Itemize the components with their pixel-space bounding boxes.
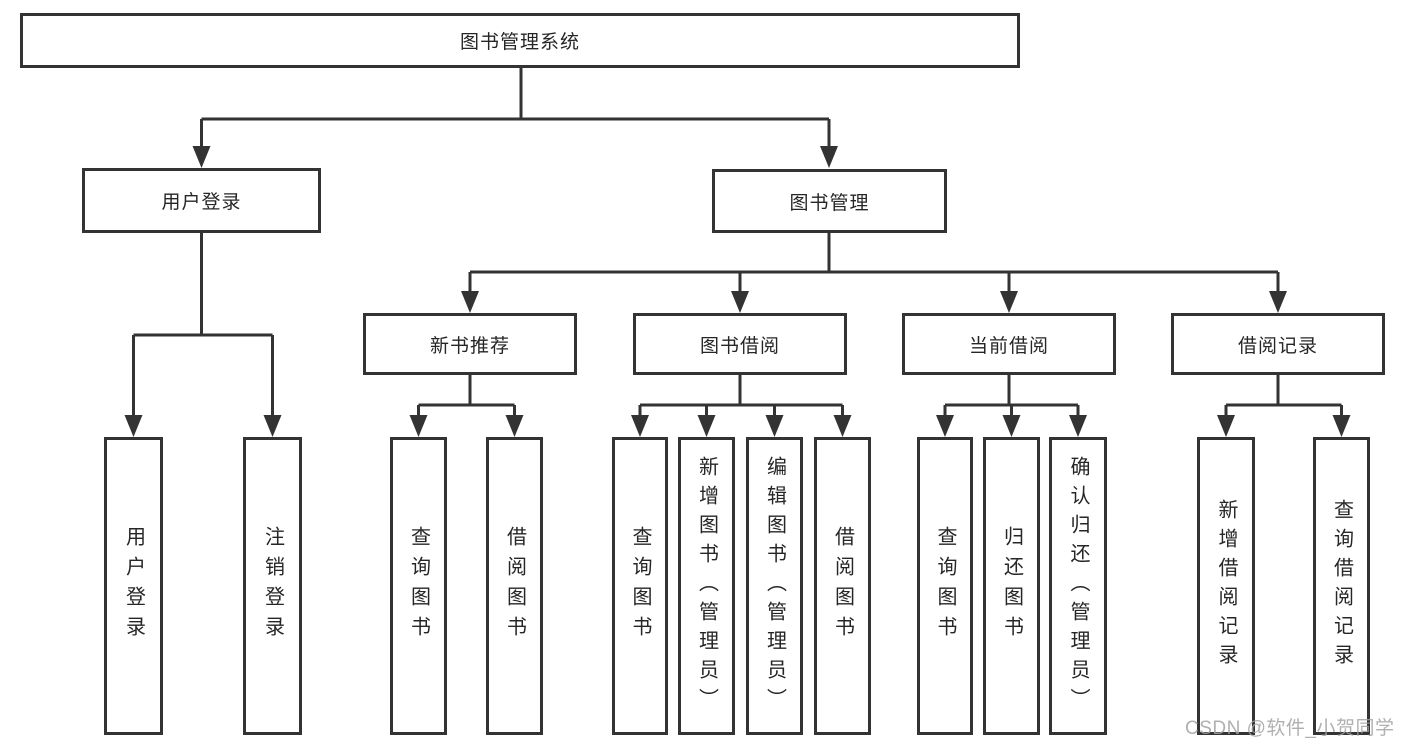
node-leaf-query-books-recommend: 查询图书: [390, 437, 447, 735]
node-leaf-logout: 注销登录: [243, 437, 302, 735]
node-leaf-borrow-books-borrowing: 借阅图书: [814, 437, 871, 735]
node-leaf-add-borrow-record: 新增借阅记录: [1197, 437, 1255, 735]
arrowhead-icon: [820, 146, 838, 168]
arrowhead-icon: [1269, 291, 1287, 313]
node-current-borrowing: 当前借阅: [902, 313, 1116, 375]
node-leaf-edit-books-admin: 编辑图书（管理员）: [746, 437, 803, 735]
node-borrowing-records: 借阅记录: [1171, 313, 1385, 375]
node-leaf-borrow-books-recommend: 借阅图书: [486, 437, 543, 735]
node-leaf-query-books-current: 查询图书: [917, 437, 973, 735]
node-leaf-query-books-borrowing: 查询图书: [612, 437, 668, 735]
arrowhead-icon: [1000, 291, 1018, 313]
connector-new-book-recommend: [417, 375, 516, 417]
arrowhead-icon: [409, 415, 428, 437]
node-leaf-query-borrow-record: 查询借阅记录: [1313, 437, 1370, 735]
node-root-title: 图书管理系统: [20, 13, 1020, 68]
arrowhead-icon: [263, 415, 282, 437]
node-leaf-return-books: 归还图书: [983, 437, 1040, 735]
node-user-login: 用户登录: [82, 168, 321, 233]
arrowhead-icon: [697, 415, 716, 437]
connector-current-borrowing: [943, 375, 1080, 417]
arrowhead-icon: [505, 415, 524, 437]
arrowhead-icon: [1069, 415, 1087, 437]
arrowhead-icon: [1002, 415, 1021, 437]
arrowhead-icon: [1332, 415, 1351, 437]
arrowhead-icon: [461, 291, 479, 313]
watermark-text: CSDN @软件_小贺同学: [1185, 718, 1395, 739]
arrowhead-icon: [124, 415, 143, 437]
arrowhead-icon: [936, 415, 954, 437]
arrowhead-icon: [765, 415, 784, 437]
connector-book-borrowing: [638, 375, 844, 417]
connector-borrowing-records: [1224, 375, 1343, 417]
arrowhead-icon: [731, 291, 749, 313]
connector-root: [200, 68, 831, 148]
arrowhead-icon: [1217, 415, 1235, 437]
node-leaf-add-books-admin: 新增图书（管理员）: [678, 437, 735, 735]
arrowhead-icon: [631, 415, 649, 437]
node-leaf-confirm-return-admin: 确认归还（管理员）: [1049, 437, 1107, 735]
connector-book-management: [468, 233, 1280, 293]
node-new-book-recommend: 新书推荐: [363, 313, 577, 375]
node-book-borrowing: 图书借阅: [633, 313, 847, 375]
arrowhead-icon: [833, 415, 852, 437]
connector-user-login: [132, 233, 274, 417]
node-book-management: 图书管理: [712, 169, 947, 233]
arrowhead-icon: [192, 146, 211, 168]
node-leaf-user-login: 用户登录: [104, 437, 163, 735]
